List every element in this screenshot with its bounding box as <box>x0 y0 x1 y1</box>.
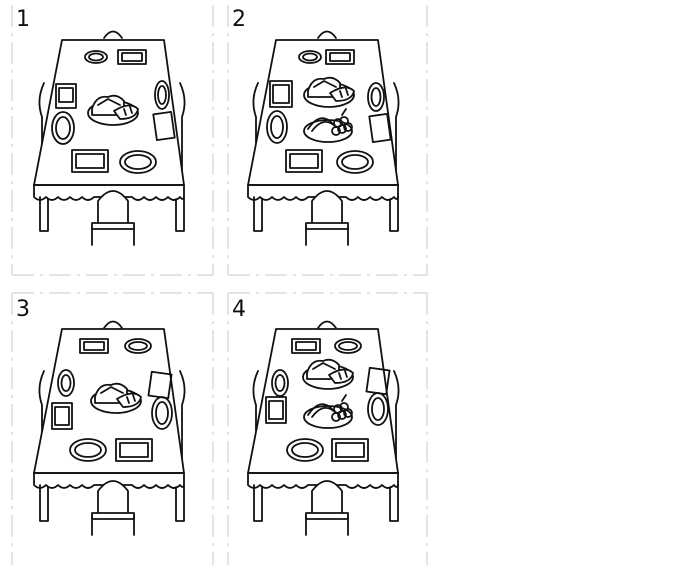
table-scene-2 <box>247 30 400 246</box>
picture-panel-2[interactable]: 2 <box>228 5 427 275</box>
picture-panel-3[interactable]: 3 <box>12 293 213 565</box>
panel-number-4: 4 <box>232 297 246 322</box>
panel-number-3: 3 <box>16 297 30 322</box>
panel-number-2: 2 <box>232 7 246 32</box>
table-scene-4 <box>247 320 400 536</box>
table-scene-3 <box>33 320 186 536</box>
table-scene-1 <box>33 30 186 246</box>
picture-panel-1[interactable]: 1 <box>12 5 213 275</box>
panel-number-1: 1 <box>16 7 30 32</box>
picture-panel-4[interactable]: 4 <box>228 293 427 565</box>
